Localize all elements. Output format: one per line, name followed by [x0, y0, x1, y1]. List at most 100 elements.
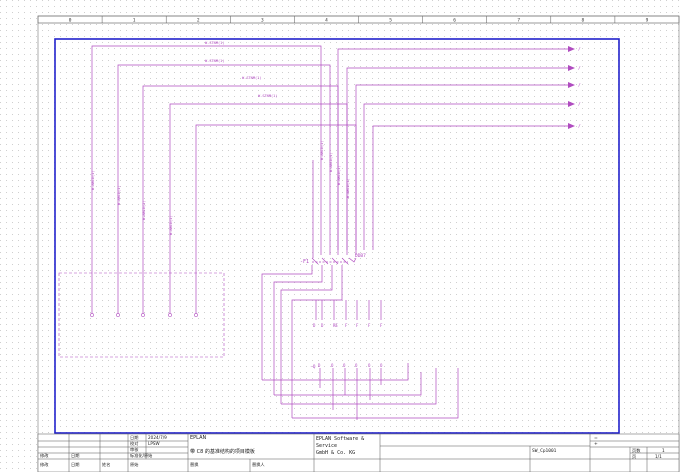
terminal-label-top: RE — [333, 323, 338, 328]
vertical-wire-label: W-ABCD(1) — [142, 201, 146, 220]
drop-wire-label: W-ABCD(1) — [320, 141, 324, 160]
dashed-module-box — [58, 272, 225, 358]
arrow-label: / — [578, 47, 581, 53]
terminal-label-bottom: O — [368, 363, 371, 368]
tb-vendor-line1: EPLAN Software & — [316, 436, 364, 442]
tb-page-value: 1 — [662, 448, 665, 453]
wire-1 — [91, 45, 322, 314]
wire-low-1 — [261, 265, 313, 380]
arrow-head — [568, 65, 575, 71]
tb-check-value: LPSW — [148, 441, 160, 446]
tb-label-review: 审核 — [130, 446, 139, 453]
ruler-column-label: 1 — [133, 18, 136, 24]
ruler-column-label: 2 — [197, 18, 200, 24]
vertical-wire-label: W-ABCD(1) — [169, 216, 173, 235]
wire-labels: W-STNM(1) W-STNM(1) W-STNM(1) W-STNM(1) W-AB… — [91, 41, 350, 235]
terminal-label-top: D — [321, 323, 324, 328]
tb-eq-2: + — [594, 441, 598, 447]
wire-arrow-5 — [372, 125, 570, 250]
ruler-column-label: 9 — [646, 18, 649, 24]
return-1 — [262, 363, 409, 381]
signal-arrows: / / / / / — [568, 46, 581, 130]
drop-terminal-circle — [194, 313, 198, 317]
tb-sheet-label: 页 — [632, 454, 636, 460]
tb-label-check: 校对 — [130, 440, 138, 447]
breaker-device — [311, 257, 357, 265]
tb-date-value: 2024/7/9 — [148, 435, 167, 440]
drop-terminal-circle — [90, 313, 94, 317]
return-2 — [274, 372, 422, 396]
wire-arrow-3 — [355, 84, 570, 250]
outer-frame — [37, 15, 680, 472]
terminal-label-bottom: O — [380, 363, 383, 368]
wire-arrow-1 — [312, 48, 570, 258]
arrow-head — [568, 46, 575, 52]
drop-terminal-circle — [141, 313, 145, 317]
tb-mid-label-2: 日期 — [71, 453, 79, 459]
tb-bottom-original: 原始 — [130, 461, 139, 468]
wire-label: W-STNM(1) — [242, 76, 261, 80]
tb-label-date: 日期 — [130, 435, 138, 441]
ruler-column-label: 8 — [581, 18, 584, 24]
tb-eq-1: = — [594, 436, 598, 441]
drop-terminals — [90, 313, 198, 317]
tb-bottom-replace: 替换 — [190, 461, 199, 468]
terminal-label-top: F — [345, 323, 348, 328]
drop-terminal-circle — [168, 313, 172, 317]
arrow-label: / — [578, 102, 581, 108]
device-ref: DDB7 — [355, 253, 366, 259]
return-4 — [292, 368, 459, 419]
tb-drawing-no: SW_Cp1001 — [532, 448, 557, 454]
terminal-label-top: F — [356, 323, 359, 328]
arrow-label: / — [578, 124, 581, 130]
wire-arrow-4 — [363, 103, 570, 250]
tb-mid-label-1: 修改 — [40, 452, 49, 459]
tb-sheet-value: 1/1 — [655, 454, 662, 459]
tb-bottom-date: 日期 — [71, 462, 79, 468]
vertical-wire-label: W-ABCD(1) — [91, 171, 95, 190]
tb-project-title: 带 C8 的基准结构的项目模板 — [190, 448, 255, 455]
ruler-column-label: 3 — [261, 18, 264, 24]
arrow-head — [568, 101, 575, 107]
wire-label: W-STNM(1) — [258, 94, 277, 98]
ruler-column-label: 0 — [69, 18, 72, 24]
terminal-stubs-bottom — [319, 368, 382, 420]
tb-company: EPLAN — [190, 435, 206, 441]
wire-low-4 — [291, 265, 343, 418]
title-block — [37, 433, 680, 472]
terminal-label-bottom: D — [318, 363, 321, 368]
wire-network — [91, 45, 570, 420]
wire-label: W-STNM(1) — [205, 59, 224, 63]
tb-vendor-line2: Service — [316, 443, 337, 449]
tb-vendor-line3: GmbH & Co. KG — [316, 450, 355, 456]
wire-low-3 — [280, 265, 333, 404]
drop-terminal-circle — [116, 313, 120, 317]
tb-page-label: 页数 — [632, 447, 641, 454]
device-tag: -F1 — [300, 259, 309, 265]
drop-wire-label: W-ABCD(1) — [346, 179, 350, 198]
tb-bottom-revision: 修改 — [40, 461, 49, 468]
ruler-column-label: 4 — [325, 18, 328, 24]
terminal-label-top: D — [313, 323, 316, 328]
drop-wire-label: W-ABCD(1) — [337, 166, 341, 185]
tb-bottom-replaced-by: 替换人 — [252, 461, 265, 468]
terminal-label-bottom: O — [355, 363, 358, 368]
tb-bottom-name: 姓名 — [102, 461, 110, 468]
arrow-label: / — [578, 66, 581, 72]
wire-arrow-2 — [346, 67, 570, 250]
ruler-column-label: 5 — [389, 18, 392, 24]
terminal-stubs-top — [315, 300, 382, 320]
wire-label: W-STNM(1) — [205, 41, 224, 45]
wire-2 — [117, 64, 331, 314]
arrow-label: / — [578, 83, 581, 89]
arrow-head — [568, 123, 575, 129]
ruler-column-label: 7 — [517, 18, 520, 24]
drawing-frame — [54, 38, 620, 434]
arrow-head — [568, 82, 575, 88]
tb-label-standard: 标准化/原始 — [130, 452, 153, 459]
terminal-label-bottom: O — [343, 363, 346, 368]
